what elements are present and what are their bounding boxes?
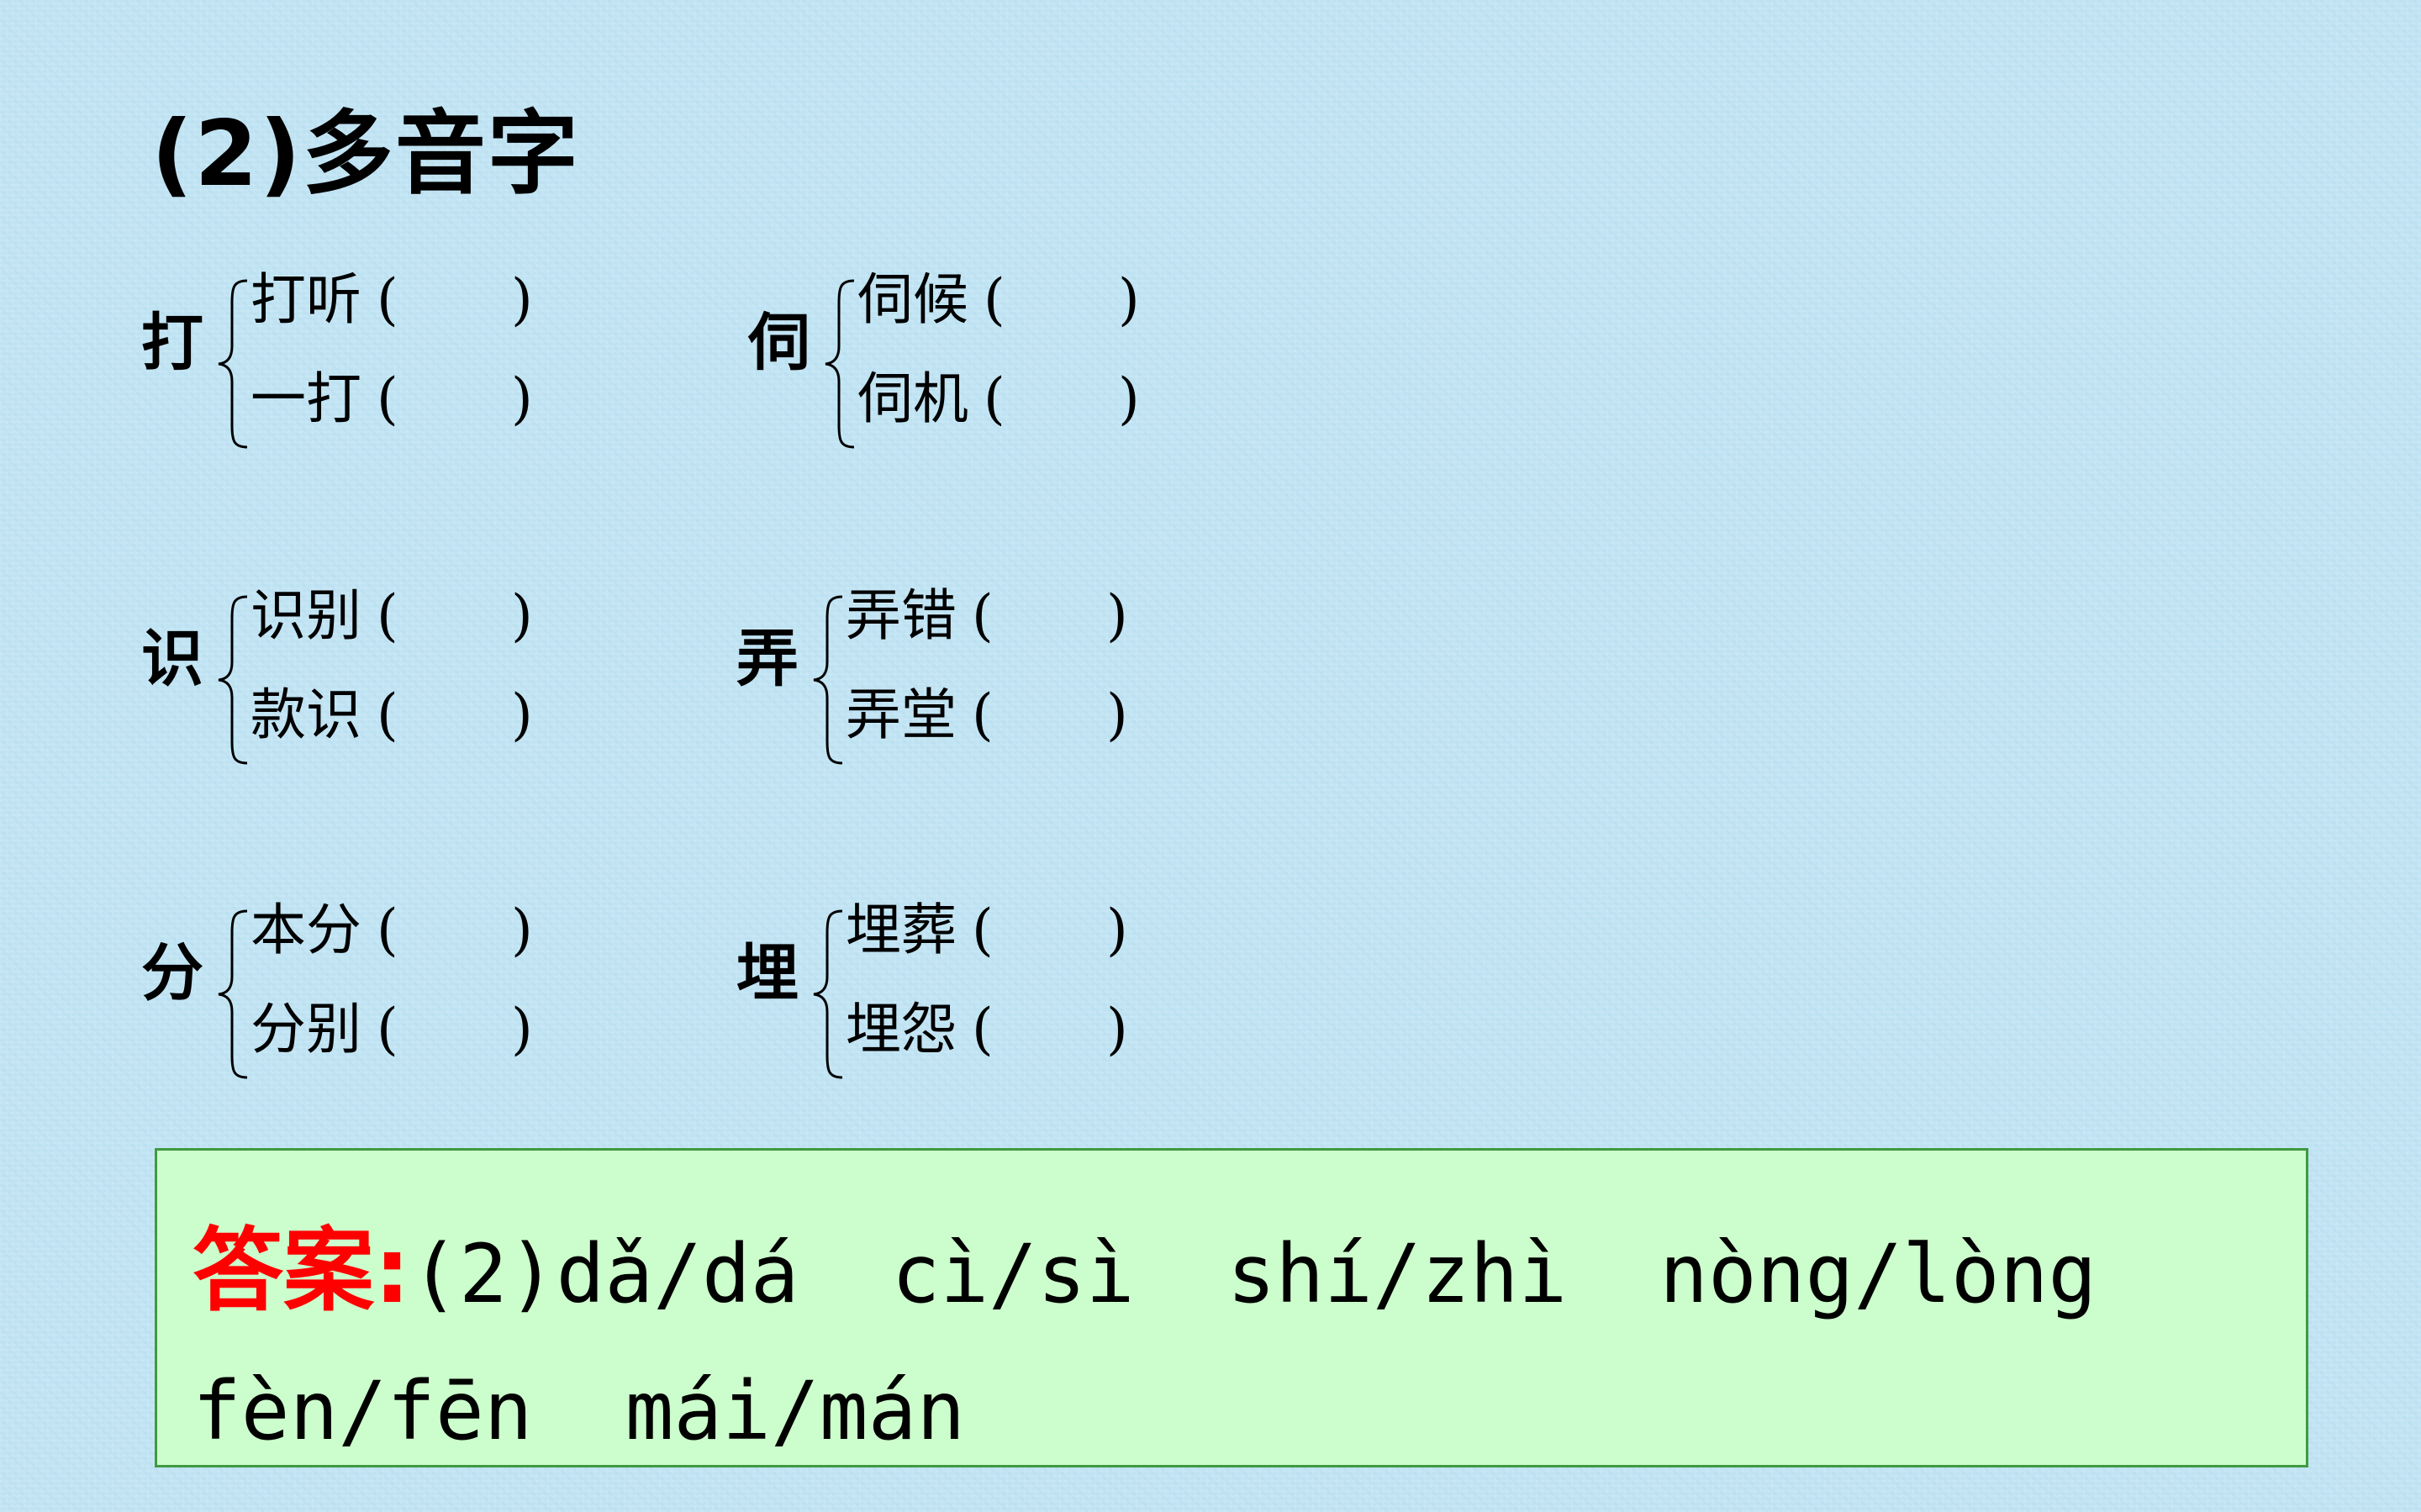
answer-label: 答案:: [193, 1219, 411, 1324]
answer-blank-open: (: [972, 682, 994, 747]
curly-brace-icon: [825, 279, 855, 449]
polyphone-item: 埋葬(): [846, 903, 1128, 958]
polyphone-item: 弄堂(): [846, 688, 1128, 743]
answer-blank-close: ): [1106, 682, 1128, 747]
curly-brace-icon: [813, 909, 843, 1079]
answer-blank-close: ): [511, 997, 533, 1062]
answer-pinyin: nòng/lòng: [1659, 1227, 2097, 1321]
answer-blank-open: (: [972, 583, 994, 648]
answer-blank-open: (: [377, 997, 398, 1062]
item-word: 弄堂: [846, 682, 957, 747]
polyphone-item: 分别(): [251, 1002, 533, 1057]
polyphone-group: 伺 伺候() 伺机(): [748, 266, 1185, 459]
curly-brace-icon: [218, 909, 248, 1079]
answer-blank-open: (: [984, 366, 1005, 431]
polyphone-item: 款识(): [251, 688, 533, 743]
polyphone-char: 打: [141, 307, 203, 379]
item-word: 弄错: [846, 583, 957, 648]
polyphone-char: 分: [141, 937, 203, 1009]
polyphone-group: 分 本分() 分别(): [141, 896, 578, 1089]
answer-blank-open: (: [377, 267, 398, 332]
item-word: 分别: [251, 997, 361, 1062]
answer-blank-close: ): [511, 267, 533, 332]
polyphone-item: 伺机(): [857, 371, 1140, 427]
polyphone-group: 识 识别() 款识(): [141, 582, 578, 775]
item-word: 伺候: [857, 267, 968, 332]
polyphone-char: 识: [141, 623, 203, 695]
curly-brace-icon: [813, 595, 843, 765]
answer-blank-open: (: [377, 583, 398, 648]
polyphone-item: 识别(): [251, 588, 533, 644]
polyphone-item: 本分(): [251, 903, 533, 958]
answer-blank-close: ): [511, 898, 533, 962]
answer-blank-open: (: [984, 267, 1005, 332]
item-word: 一打: [251, 366, 361, 431]
polyphone-item: 打听(): [251, 272, 533, 328]
item-word: 伺机: [857, 366, 968, 431]
answer-pinyin: mái/mán: [625, 1364, 966, 1458]
item-word: 款识: [251, 682, 361, 747]
answer-blank-close: ): [1118, 366, 1140, 431]
item-word: 识别: [251, 583, 361, 648]
item-word: 本分: [251, 898, 361, 962]
answer-pinyin: cì/sì: [891, 1227, 1135, 1321]
polyphone-item: 弄错(): [846, 588, 1128, 644]
polyphone-item: 一打(): [251, 371, 533, 427]
section-title: (2)多音字: [151, 102, 580, 207]
answer-blank-close: ): [1106, 583, 1128, 648]
answer-blank-open: (: [972, 898, 994, 962]
answer-blank-close: ): [511, 682, 533, 747]
answer-blank-open: (: [972, 997, 994, 1062]
answer-blank-open: (: [377, 366, 398, 431]
polyphone-group: 打 打听() 一打(): [141, 266, 578, 459]
answer-blank-close: ): [1106, 997, 1128, 1062]
answer-blank-open: (: [377, 898, 398, 962]
answer-blank-close: ): [511, 583, 533, 648]
answer-pinyin: shí/zhì: [1226, 1227, 1568, 1321]
answer-prefix: (2): [410, 1227, 556, 1321]
polyphone-group: 弄 弄错() 弄堂(): [736, 582, 1174, 775]
answer-pinyin: fèn/fēn: [193, 1364, 533, 1458]
polyphone-char: 埋: [736, 937, 799, 1009]
answer-blank-close: ): [1106, 898, 1128, 962]
polyphone-item: 埋怨(): [846, 1002, 1128, 1057]
curly-brace-icon: [218, 279, 248, 449]
answer-blank-close: ): [1118, 267, 1140, 332]
polyphone-char: 弄: [736, 623, 799, 695]
answer-blank-open: (: [377, 682, 398, 747]
item-word: 埋葬: [846, 898, 957, 962]
answer-pinyin: dǎ/dá: [556, 1227, 799, 1321]
item-word: 打听: [251, 267, 361, 332]
answer-blank-close: ): [511, 366, 533, 431]
polyphone-item: 伺候(): [857, 272, 1140, 328]
polyphone-char: 伺: [748, 307, 810, 379]
item-word: 埋怨: [846, 997, 957, 1062]
curly-brace-icon: [218, 595, 248, 765]
polyphone-group: 埋 埋葬() 埋怨(): [736, 896, 1174, 1089]
